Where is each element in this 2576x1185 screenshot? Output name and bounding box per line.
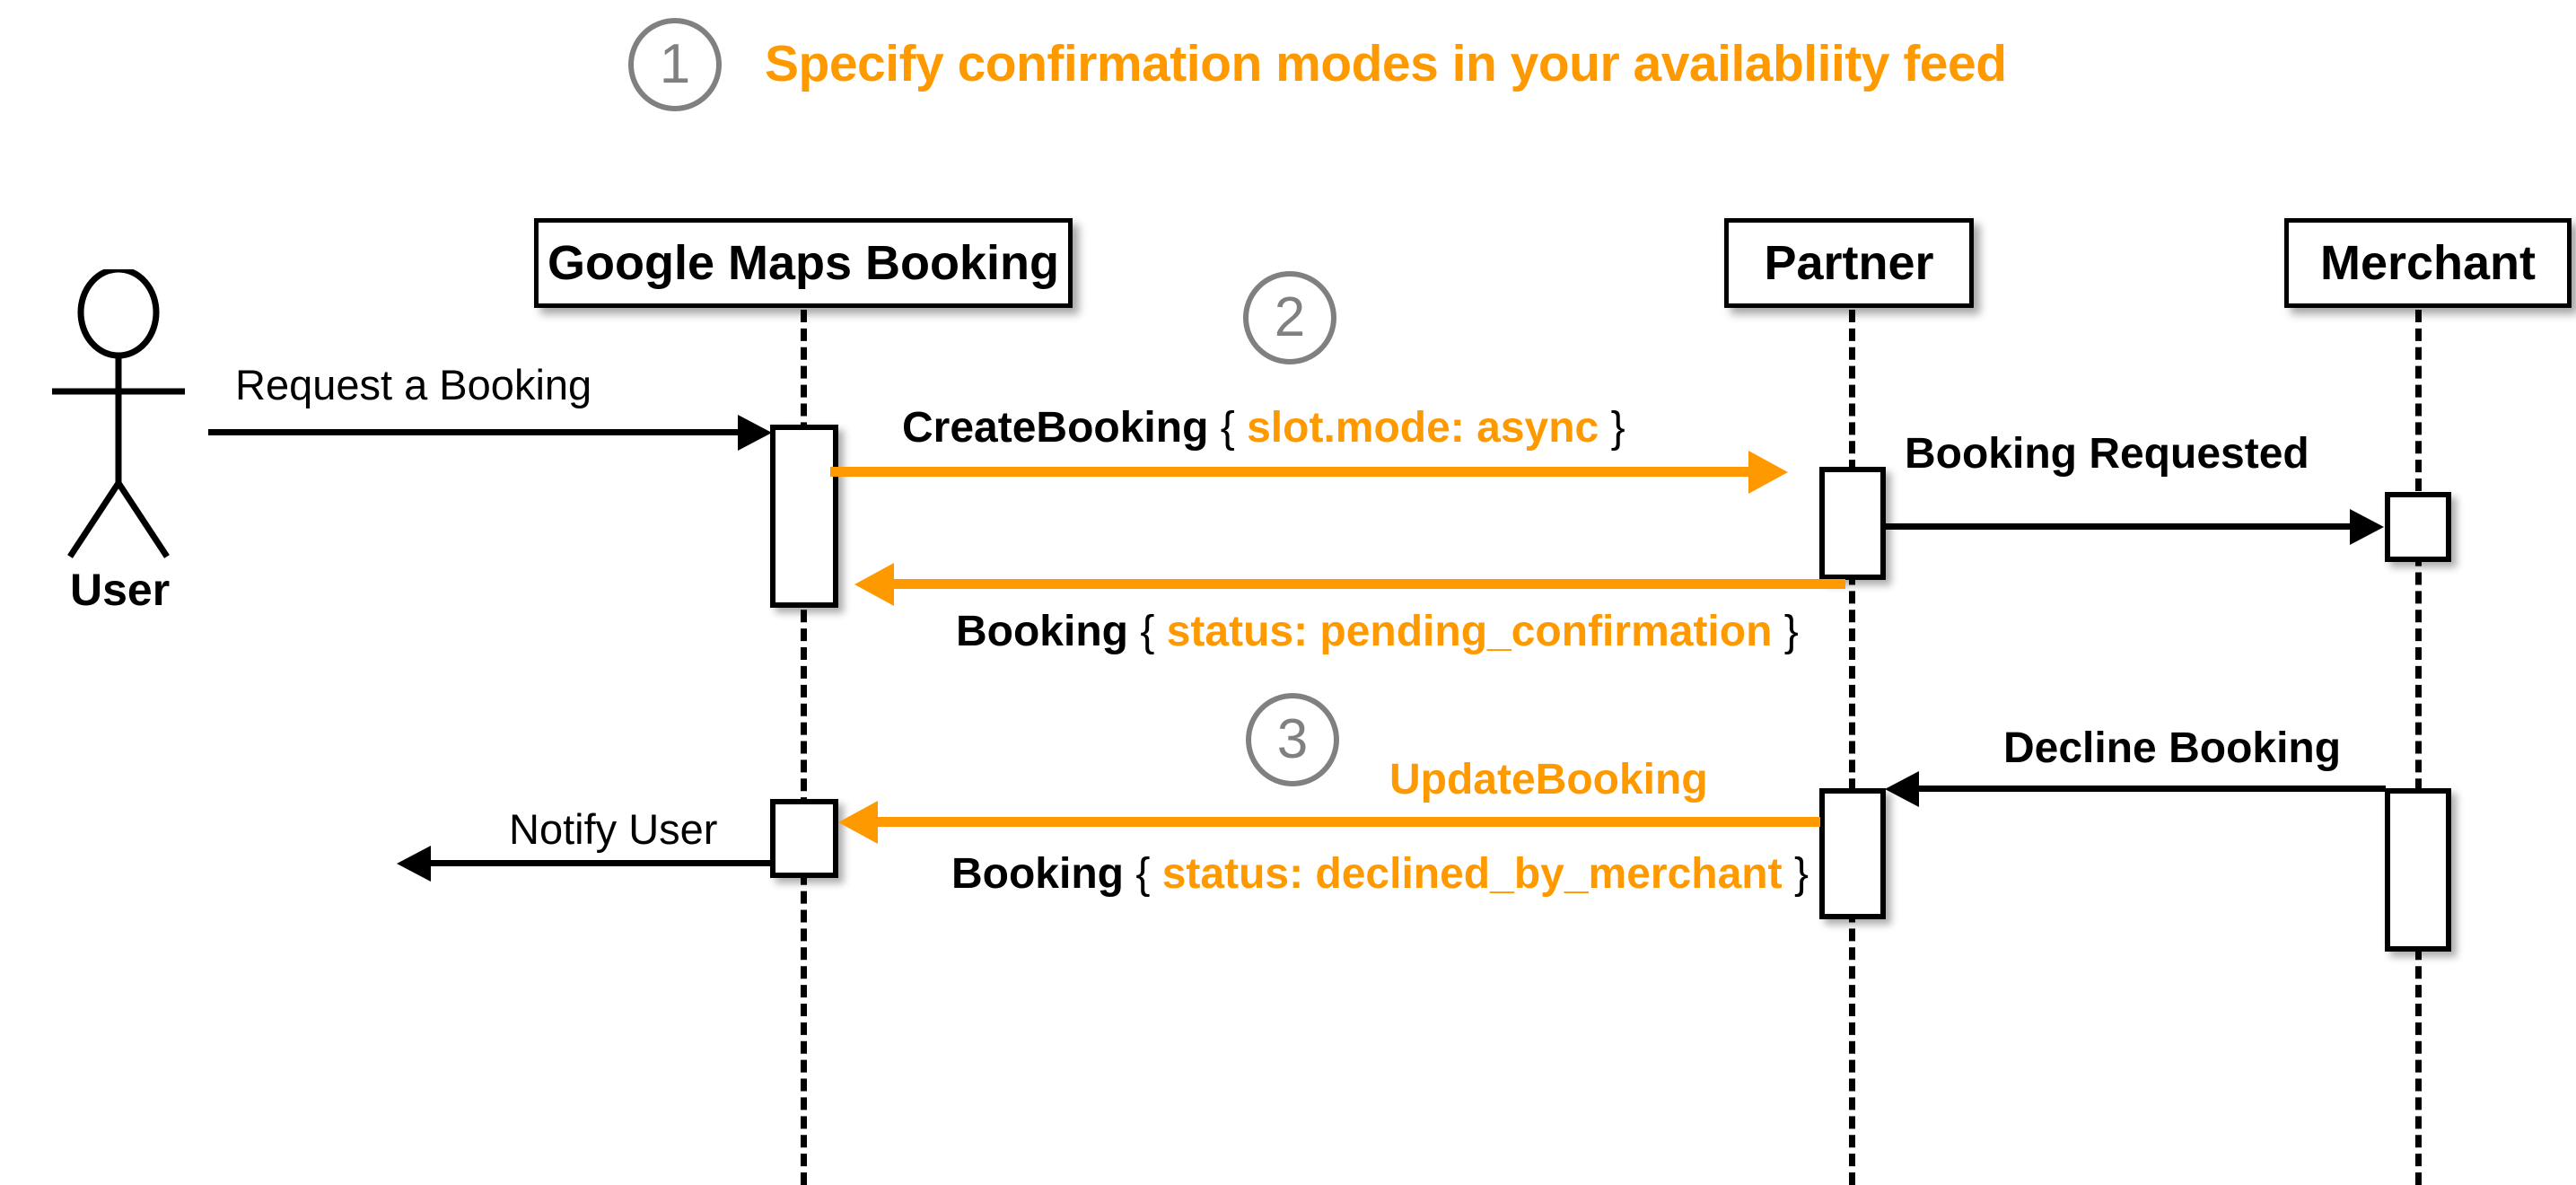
arrowhead-update-booking [838,801,878,844]
message-prefix-create-booking: CreateBooking [902,404,1209,452]
message-line-decline-booking [1919,786,2386,792]
message-label-create-booking: CreateBooking { slot.mode: async } [902,407,1625,450]
participant-box-merchant: Merchant [2284,218,2572,308]
message-label-booking-pending: Booking { status: pending_confirmation } [956,610,1799,654]
arrowhead-notify-user [397,846,431,882]
activation-partner-top [1819,467,1886,580]
stick-figure-actor-icon [52,269,185,558]
message-label-request-a-booking: Request a Booking [235,361,592,408]
activation-gmb-top [770,425,838,608]
message-close-brace-create-booking: } [1610,404,1625,452]
message-line-update-booking [878,817,1820,827]
lifeline-gmb [801,310,807,1185]
arrowhead-booking-pending [854,563,894,606]
activation-merchant-top [2385,492,2451,562]
participant-box-partner: Partner [1724,218,1974,308]
message-payload-create-booking: slot.mode: async [1247,404,1599,452]
message-label-update-booking: UpdateBooking [1389,759,1708,802]
actor-label-user: User [70,565,171,615]
message-line-create-booking [830,467,1749,477]
message-line-request-a-booking [208,429,740,435]
message-close-brace-booking-declined: } [1793,850,1809,898]
lifeline-partner [1849,310,1855,1185]
participant-box-gmb: Google Maps Booking [534,218,1073,308]
activation-partner-bottom [1819,788,1886,919]
message-open-brace-booking-declined: { [1135,850,1151,898]
arrowhead-create-booking [1748,451,1788,494]
step-badge-3: 3 [1246,693,1339,786]
message-label-notify-user: Notify User [509,805,718,853]
message-close-brace-booking-pending: } [1783,608,1799,655]
activation-gmb-bottom [770,799,838,878]
message-payload-booking-declined: status: declined_by_merchant [1161,850,1783,898]
message-prefix-booking-pending: Booking [956,608,1128,655]
arrowhead-booking-requested [2350,509,2384,545]
activation-merchant-bottom [2385,788,2451,952]
message-line-booking-requested [1883,523,2352,530]
message-prefix-update-booking: UpdateBooking [1389,756,1708,803]
message-line-booking-pending [894,579,1845,589]
message-line-notify-user [431,860,774,866]
participant-label-gmb: Google Maps Booking [547,236,1059,290]
step-badge-1: 1 [628,18,722,111]
message-prefix-booking-declined: Booking [951,850,1124,898]
arrowhead-decline-booking [1885,771,1919,807]
participant-label-partner: Partner [1764,236,1934,290]
lifeline-merchant [2415,310,2422,1185]
step-badge-2: 2 [1243,271,1336,364]
participant-label-merchant: Merchant [2319,236,2537,290]
diagram-title: Specify confirmation modes in your avail… [765,35,2007,92]
message-label-booking-declined: Booking { status: declined_by_merchant } [951,853,1809,896]
arrowhead-request-a-booking [738,415,772,451]
message-open-brace-create-booking: { [1220,404,1235,452]
message-open-brace-booking-pending: { [1140,608,1155,655]
message-label-booking-requested: Booking Requested [1905,430,2309,478]
message-label-decline-booking: Decline Booking [2003,724,2342,772]
message-payload-booking-pending: status: pending_confirmation [1166,608,1773,655]
